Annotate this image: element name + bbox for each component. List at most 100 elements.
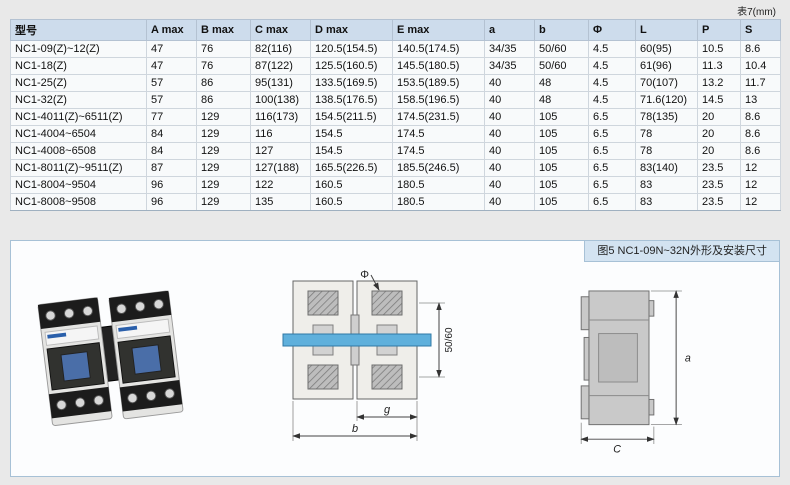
dim-b-label: b: [352, 423, 358, 435]
value-cell: 185.5(246.5): [392, 159, 485, 177]
value-cell: 40: [484, 142, 535, 160]
value-cell: 82(116): [250, 40, 311, 58]
value-cell: 11.7: [740, 74, 781, 92]
value-cell: 105: [534, 193, 589, 211]
value-cell: 96: [146, 193, 197, 211]
value-cell: 23.5: [697, 193, 741, 211]
side-profile-details: [588, 319, 649, 397]
value-cell: 180.5: [392, 193, 485, 211]
value-cell: 57: [146, 91, 197, 109]
value-cell: 23.5: [697, 176, 741, 194]
dim-b: [292, 401, 418, 441]
value-cell: 23.5: [697, 159, 741, 177]
value-cell: 50/60: [534, 40, 589, 58]
col-header-emax: E max: [392, 19, 485, 41]
value-cell: 20: [697, 142, 741, 160]
value-cell: 13.2: [697, 74, 741, 92]
value-cell: 10.5: [697, 40, 741, 58]
col-header-a: a: [484, 19, 535, 41]
value-cell: 84: [146, 142, 197, 160]
value-cell: 122: [250, 176, 311, 194]
value-cell: 83: [635, 176, 698, 194]
value-cell: 174.5: [392, 125, 485, 143]
contactor-photo: [37, 290, 184, 426]
value-cell: 127(188): [250, 159, 311, 177]
col-header-bmax: B max: [196, 19, 251, 41]
value-cell: 6.5: [588, 108, 636, 126]
value-cell: 47: [146, 40, 197, 58]
value-cell: 4.5: [588, 40, 636, 58]
din-rail-band: [282, 333, 432, 347]
value-cell: 86: [196, 74, 251, 92]
value-cell: 84: [146, 125, 197, 143]
value-cell: 138.5(176.5): [310, 91, 393, 109]
value-cell: 129: [196, 193, 251, 211]
value-cell: 6.5: [588, 176, 636, 194]
dim-a: [650, 290, 682, 426]
value-cell: 8.6: [740, 108, 781, 126]
value-cell: 129: [196, 159, 251, 177]
model-cell: NC1-4008~6508: [10, 142, 147, 160]
dim-hole-spacing-label: 50/60: [444, 327, 455, 352]
value-cell: 158.5(196.5): [392, 91, 485, 109]
contactor-unit-left: [37, 297, 113, 426]
value-cell: 86: [196, 91, 251, 109]
col-header-amax: A max: [146, 19, 197, 41]
value-cell: 125.5(160.5): [310, 57, 393, 75]
model-cell: NC1-8004~9504: [10, 176, 147, 194]
value-cell: 129: [196, 176, 251, 194]
col-header-b: b: [534, 19, 589, 41]
value-cell: 83(140): [635, 159, 698, 177]
value-cell: 12: [740, 176, 781, 194]
value-cell: 133.5(169.5): [310, 74, 393, 92]
value-cell: 154.5: [310, 125, 393, 143]
front-view-drawing: Φ 50/60 g b: [282, 269, 455, 441]
value-cell: 174.5: [392, 142, 485, 160]
value-cell: 78: [635, 142, 698, 160]
mounting-pads: [307, 290, 403, 390]
dim-phi-leader: [370, 274, 380, 291]
dim-c-label: C: [613, 444, 621, 456]
side-view-drawing: a C: [580, 290, 691, 456]
value-cell: 4.5: [588, 57, 636, 75]
value-cell: 8.6: [740, 125, 781, 143]
value-cell: 40: [484, 193, 535, 211]
value-cell: 78: [635, 125, 698, 143]
value-cell: 105: [534, 142, 589, 160]
value-cell: 96: [146, 176, 197, 194]
model-cell: NC1-8011(Z)~9511(Z): [10, 159, 147, 177]
value-cell: 12: [740, 159, 781, 177]
value-cell: 135: [250, 193, 311, 211]
value-cell: 40: [484, 125, 535, 143]
value-cell: 6.5: [588, 142, 636, 160]
value-cell: 70(107): [635, 74, 698, 92]
value-cell: 154.5: [310, 142, 393, 160]
dim-c: [580, 422, 655, 445]
value-cell: 76: [196, 40, 251, 58]
value-cell: 47: [146, 57, 197, 75]
value-cell: 105: [534, 108, 589, 126]
figure-caption: 图5 NC1-09N~32N外形及安装尺寸: [584, 241, 779, 262]
value-cell: 13: [740, 91, 781, 109]
value-cell: 83: [635, 193, 698, 211]
value-cell: 180.5: [392, 176, 485, 194]
model-cell: NC1-8008~9508: [10, 193, 147, 211]
value-cell: 10.4: [740, 57, 781, 75]
value-cell: 40: [484, 74, 535, 92]
dim-hole-spacing: [419, 302, 445, 378]
value-cell: 34/35: [484, 40, 535, 58]
col-header-phi: Φ: [588, 19, 636, 41]
value-cell: 77: [146, 108, 197, 126]
value-cell: 6.5: [588, 159, 636, 177]
value-cell: 127: [250, 142, 311, 160]
value-cell: 145.5(180.5): [392, 57, 485, 75]
